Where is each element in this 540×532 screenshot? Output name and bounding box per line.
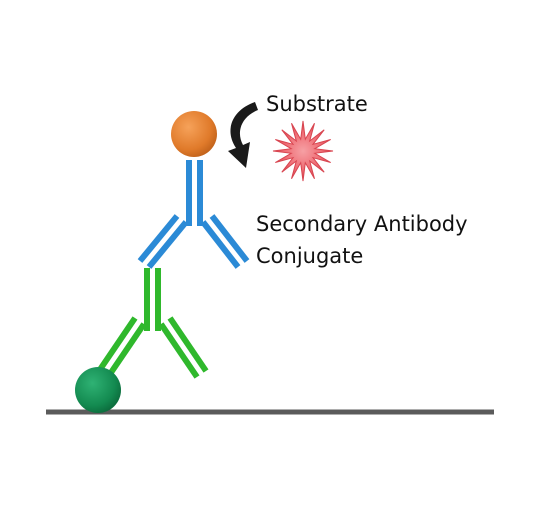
secondary-antibody-label: Secondary Antibody [256, 212, 468, 236]
substrate-label: Substrate [266, 92, 368, 116]
primary-antibody [96, 268, 209, 379]
enzyme-icon [171, 111, 217, 157]
substrate-burst-icon [272, 120, 334, 182]
curved-arrow-icon [228, 102, 258, 168]
antigen-bead-icon [75, 367, 121, 413]
conjugate-label: Conjugate [256, 244, 364, 268]
secondary-antibody [137, 160, 250, 269]
